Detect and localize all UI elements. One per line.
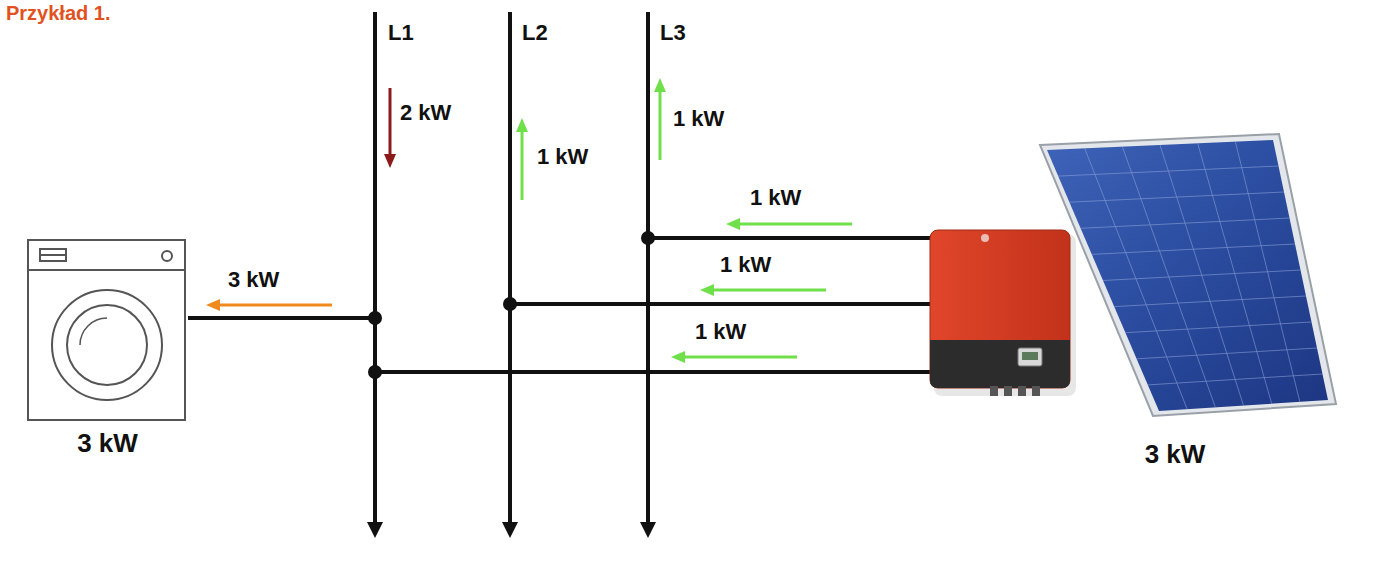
washing-machine-node: 3 kW bbox=[20, 234, 195, 467]
import-arrow bbox=[384, 154, 396, 168]
solar-cell-line bbox=[1125, 322, 1311, 333]
inverter bbox=[1022, 352, 1038, 360]
washing-machine bbox=[28, 240, 185, 420]
washing-machine bbox=[162, 251, 172, 261]
phase-name: L1 bbox=[388, 20, 414, 45]
power-rating: 3 kW bbox=[77, 429, 138, 459]
inverter bbox=[930, 230, 1076, 396]
solar-panel-node: 3 kW bbox=[1040, 134, 1310, 478]
solar-cell-line bbox=[1103, 270, 1301, 281]
washing-machine bbox=[52, 290, 162, 400]
inverter-flow-arrow bbox=[700, 284, 714, 296]
export-arrow bbox=[516, 118, 528, 132]
bus-arrowhead bbox=[640, 522, 656, 538]
load-flow-arrow bbox=[206, 299, 332, 311]
inverter bbox=[1004, 386, 1012, 396]
wire bbox=[375, 370, 942, 374]
solar-cell-line bbox=[1092, 244, 1295, 254]
export-arrow bbox=[516, 78, 666, 200]
junction-dot bbox=[368, 365, 382, 379]
grid-flow-value: 1 kW bbox=[673, 106, 724, 131]
inverter bbox=[1018, 348, 1042, 366]
washing-machine bbox=[67, 305, 147, 385]
inverter bbox=[981, 234, 989, 242]
solar-panel bbox=[1040, 134, 1336, 416]
inverter bbox=[1032, 386, 1040, 396]
washing-machine bbox=[80, 318, 107, 345]
solar-cell-line bbox=[1137, 348, 1317, 359]
example-title: Przykład 1. bbox=[6, 2, 111, 25]
inverter-flow-value: 1 kW bbox=[720, 252, 771, 277]
solar-panel bbox=[1040, 134, 1336, 416]
junction-dot bbox=[503, 297, 517, 311]
import-arrow bbox=[389, 88, 392, 156]
washing-machine bbox=[28, 269, 185, 271]
inverter-flow-value: 1 kW bbox=[695, 319, 746, 344]
inverter bbox=[930, 230, 1070, 388]
inverter-flow-arrow bbox=[671, 351, 685, 363]
bus-arrowhead bbox=[367, 522, 383, 538]
wire bbox=[188, 238, 942, 372]
phase-bus bbox=[373, 12, 377, 526]
phase-bus bbox=[508, 12, 512, 526]
junction-dot bbox=[641, 231, 655, 245]
solar-cell-line bbox=[1069, 192, 1284, 202]
solar-panel bbox=[1047, 140, 1328, 411]
wire bbox=[648, 236, 932, 240]
inverter bbox=[990, 386, 998, 396]
inverter-flow-arrow bbox=[712, 289, 826, 292]
inverter bbox=[930, 340, 1070, 388]
phase-bus bbox=[646, 12, 650, 526]
bus-arrowhead bbox=[367, 522, 656, 538]
load-flow-value: 3 kW bbox=[228, 267, 279, 292]
phase-name: L3 bbox=[660, 20, 686, 45]
inverter bbox=[990, 386, 1040, 396]
washing-machine bbox=[40, 254, 66, 256]
grid-flow-value: 1 kW bbox=[537, 144, 588, 169]
solar-panel bbox=[1058, 142, 1322, 410]
solar-cell-line bbox=[1058, 166, 1278, 176]
bus-arrowhead bbox=[502, 522, 518, 538]
inverter bbox=[1018, 386, 1026, 396]
junction-dot bbox=[368, 231, 655, 379]
import-arrow bbox=[384, 88, 396, 168]
washing-machine bbox=[28, 240, 185, 420]
export-arrow bbox=[654, 78, 666, 92]
wire bbox=[510, 302, 932, 306]
inverter-flow-arrow bbox=[738, 223, 852, 226]
load-flow-arrow bbox=[206, 299, 220, 311]
washing-machine bbox=[40, 249, 66, 261]
junction-dot bbox=[368, 311, 382, 325]
inverter-flow-arrow bbox=[671, 218, 852, 363]
export-arrow bbox=[659, 90, 662, 160]
inverter-flow-arrow bbox=[726, 218, 740, 230]
load-flow-arrow bbox=[218, 304, 332, 307]
solar-cell-line bbox=[1148, 374, 1323, 385]
phase-name: L2 bbox=[522, 20, 548, 45]
inverter-flow-arrow bbox=[683, 356, 797, 359]
inverter-flow-value: 1 kW bbox=[750, 185, 801, 210]
grid-flow-value: 2 kW bbox=[400, 100, 451, 125]
export-arrow bbox=[521, 130, 524, 200]
phase-bus bbox=[375, 12, 648, 526]
solar-cell-line bbox=[1114, 296, 1306, 307]
wire bbox=[188, 316, 375, 320]
power-rating: 3 kW bbox=[1145, 440, 1206, 470]
solar-cell-line bbox=[1081, 218, 1290, 228]
